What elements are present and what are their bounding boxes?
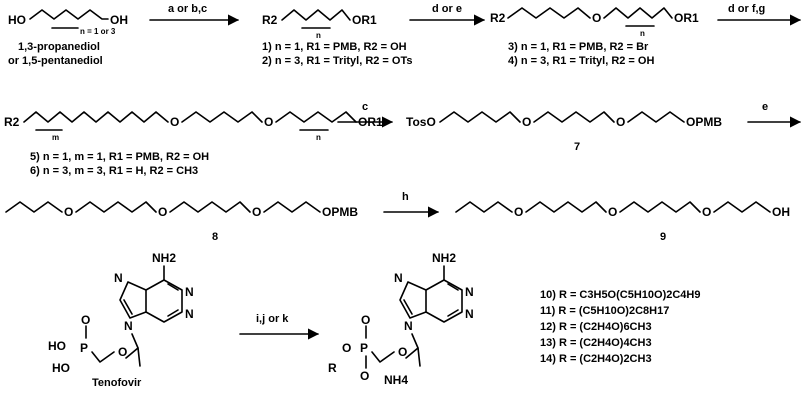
- ether-o-2: O: [158, 205, 167, 219]
- list-item-11: 11) R = (C5H10O)2C8H17: [540, 305, 669, 317]
- arrow-step-6: h: [383, 191, 440, 218]
- ring-n-4: N: [404, 319, 413, 333]
- ring-n-2: N: [465, 307, 474, 321]
- ring-n-3: N: [114, 271, 123, 285]
- n-label: n: [316, 31, 321, 40]
- arrow-step-4: c: [337, 101, 394, 128]
- list-item-14: 14) R = (C2H4O)2CH3: [540, 353, 652, 365]
- ether-o-3: O: [702, 205, 711, 219]
- arrow-step-3: d or f,g: [717, 3, 802, 26]
- conditions-2: d or e: [432, 3, 462, 15]
- ether-o-3: O: [252, 205, 261, 219]
- conditions-7: i,j or k: [256, 313, 289, 325]
- ether-o: O: [398, 345, 407, 359]
- conditions-1: a or b,c: [168, 3, 207, 15]
- or1-label: OR1: [674, 11, 699, 25]
- ether-o-2: O: [616, 115, 625, 129]
- ammonium: NH4: [384, 373, 408, 387]
- compound-9: O O O OH 9: [455, 201, 790, 243]
- product-structure: NH2 N N N N O P O O R O NH4: [328, 251, 474, 387]
- r2-label: R2: [4, 115, 20, 129]
- hydroxyl-label: OH: [772, 205, 790, 219]
- ring-n-4: N: [124, 319, 133, 333]
- compound-7-number: 7: [574, 141, 580, 153]
- amine-label: NH2: [152, 251, 176, 265]
- compound-2-desc: 2) n = 3, R1 = Trityl, R2 = OTs: [262, 55, 413, 67]
- r-group-list: 10) R = C3H5O(C5H10O)2C4H9 11) R = (C5H1…: [540, 289, 700, 365]
- tos-label: TosO: [406, 115, 436, 129]
- phosphorus: P: [80, 341, 88, 355]
- phosphoryl-o: O: [361, 313, 370, 327]
- phosphoryl-o: O: [81, 313, 90, 327]
- ether-o-2: O: [608, 205, 617, 219]
- ring-n-1: N: [185, 285, 194, 299]
- ether-o-2: O: [264, 115, 273, 129]
- conditions-3: d or f,g: [728, 3, 765, 15]
- list-item-13: 13) R = (C2H4O)4CH3: [540, 337, 652, 349]
- compound-1-2: R2 n OR1 1) n = 1, R1 = PMB, R2 = OH 2) …: [262, 9, 413, 67]
- compound-8: O O O OPMB 8: [5, 201, 358, 243]
- hydroxyl-2: HO: [52, 361, 70, 375]
- r-group: R: [328, 361, 337, 375]
- anion-o: O: [360, 369, 369, 383]
- n-repeat-label: n = 1 or 3: [80, 27, 116, 36]
- conditions-4: c: [362, 101, 368, 113]
- compound-6-desc: 6) n = 3, m = 3, R1 = H, R2 = CH3: [30, 165, 198, 177]
- ether-o-1: O: [64, 205, 73, 219]
- ether-o-1: O: [522, 115, 531, 129]
- arrow-step-5: e: [747, 101, 802, 128]
- arrow-step-2: d or e: [409, 3, 486, 26]
- n-label: n: [316, 133, 321, 142]
- or1-label: OR1: [352, 13, 377, 27]
- ring-n-1: N: [465, 285, 474, 299]
- starting-diol: HO OH n = 1 or 3 1,3-propanediol or 1,5-…: [8, 9, 128, 67]
- n-label: n: [640, 29, 645, 38]
- phosphorus: P: [360, 341, 368, 355]
- opmb-label: OPMB: [322, 205, 358, 219]
- compound-3-4: R2 O n OR1 3) n = 1, R1 = PMB, R2 = Br 4…: [490, 7, 699, 67]
- hydroxyl-left: HO: [8, 13, 26, 27]
- r2-label: R2: [490, 11, 506, 25]
- ring-n-2: N: [185, 307, 194, 321]
- hydroxyl-1: HO: [48, 339, 66, 353]
- compound-1-desc: 1) n = 1, R1 = PMB, R2 = OH: [262, 41, 407, 53]
- compound-4-desc: 4) n = 3, R1 = Trityl, R2 = OH: [508, 55, 654, 67]
- r2-label: R2: [262, 13, 278, 27]
- compound-5-6: R2 m O O n OR1 5) n = 1, m = 1, R1 = PMB…: [4, 111, 383, 177]
- ring-n-3: N: [394, 271, 403, 285]
- conditions-5: e: [762, 101, 768, 113]
- amine-label: NH2: [432, 251, 456, 265]
- ether-o-1: O: [514, 205, 523, 219]
- ether-o: O: [592, 11, 601, 25]
- compound-5-desc: 5) n = 1, m = 1, R1 = PMB, R2 = OH: [30, 151, 209, 163]
- ester-o: O: [342, 341, 351, 355]
- tenofovir-name: Tenofovir: [92, 377, 142, 389]
- m-label: m: [52, 133, 59, 142]
- conditions-6: h: [402, 191, 409, 203]
- start-name-2: or 1,5-pentanediol: [8, 55, 103, 67]
- list-item-12: 12) R = (C2H4O)6CH3: [540, 321, 652, 333]
- ether-o-1: O: [170, 115, 179, 129]
- compound-7: TosO O O OPMB 7: [406, 111, 722, 153]
- ether-o: O: [118, 345, 127, 359]
- list-item-10: 10) R = C3H5O(C5H10O)2C4H9: [540, 289, 700, 301]
- compound-9-number: 9: [660, 231, 666, 243]
- start-name-1: 1,3-propanediol: [18, 41, 100, 53]
- opmb-label: OPMB: [686, 115, 722, 129]
- compound-3-desc: 3) n = 1, R1 = PMB, R2 = Br: [508, 41, 649, 53]
- tenofovir-structure: NH2 N N N N O P O HO HO Tenofovir: [48, 251, 194, 389]
- arrow-step-1: a or b,c: [149, 3, 240, 26]
- arrow-step-7: i,j or k: [239, 313, 320, 340]
- compound-8-number: 8: [212, 231, 218, 243]
- hydroxyl-right: OH: [110, 13, 128, 27]
